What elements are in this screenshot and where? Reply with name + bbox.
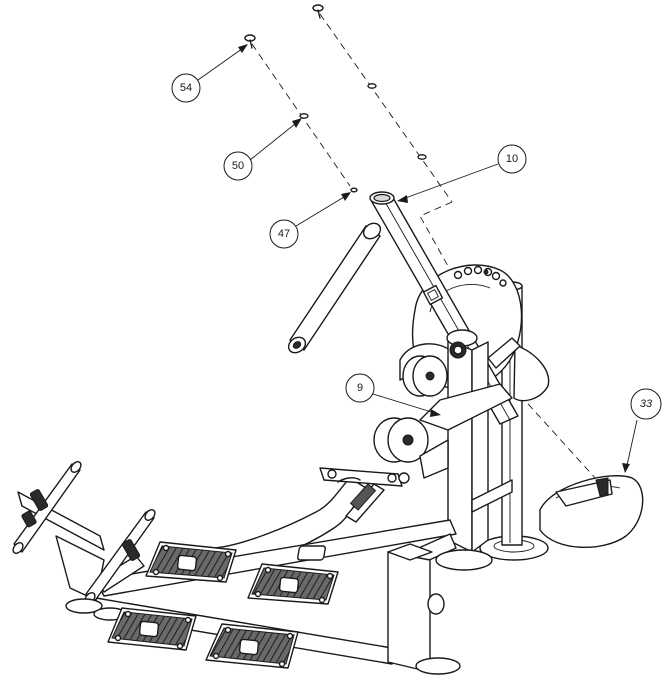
left-handle-assembly <box>12 461 156 621</box>
callout-47: 47 <box>269 219 299 249</box>
rear-cover-shell <box>539 475 644 549</box>
callout-50: 50 <box>223 151 253 181</box>
bolt-right-icon <box>312 4 324 19</box>
callout-10-label: 10 <box>506 153 518 165</box>
washer-right-lower-icon <box>417 154 427 160</box>
leader-lines <box>197 44 638 473</box>
lower-pulley-assembly <box>373 383 513 479</box>
callout-33-label: 33 <box>640 398 653 410</box>
callout-10: 10 <box>497 144 527 174</box>
callout-54: 54 <box>171 73 201 103</box>
callout-33: 33 <box>630 388 662 420</box>
callout-9: 9 <box>345 373 375 403</box>
foot-pad-4 <box>205 623 299 669</box>
callout-9-label: 9 <box>357 382 363 394</box>
foot-pad-2 <box>247 563 339 605</box>
lever-handle-bar <box>287 222 382 354</box>
explode-line-right <box>319 13 453 203</box>
foot-pads <box>107 541 339 669</box>
foot-pad-1 <box>145 541 237 583</box>
callout-50-label: 50 <box>232 160 244 172</box>
fasteners <box>244 4 427 193</box>
callout-54-label: 54 <box>180 82 192 94</box>
spacer-47-icon <box>350 187 358 193</box>
callout-47-label: 47 <box>278 228 290 240</box>
upper-pulley-wheel <box>402 355 448 397</box>
washer-50-icon <box>299 113 309 119</box>
foot-pad-3 <box>107 607 197 651</box>
bolt-54-left-icon <box>244 34 256 49</box>
washer-right-upper-icon <box>367 83 377 89</box>
foot-lever-arm <box>213 467 410 569</box>
